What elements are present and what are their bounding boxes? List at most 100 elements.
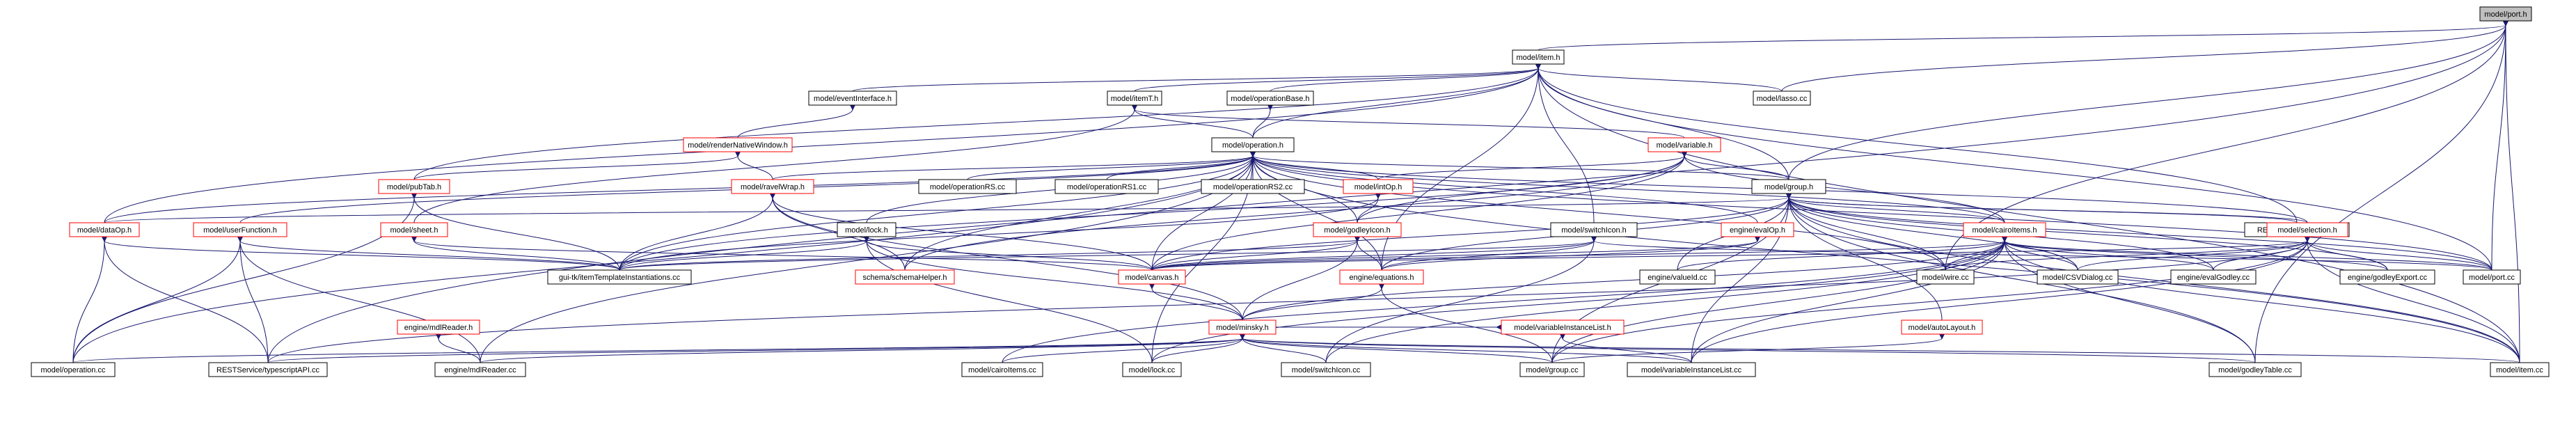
edge-wire_cc-to-selection_h — [1945, 235, 2311, 271]
node-godleyTable-cc[interactable]: model/godleyTable.cc — [2208, 362, 2302, 377]
node-port-cc[interactable]: model/port.cc — [2463, 269, 2521, 285]
node-operationBase-h[interactable]: model/operationBase.h — [1226, 90, 1314, 106]
node-item-h[interactable]: model/item.h — [1512, 49, 1565, 65]
node-equations-h[interactable]: engine/equations.h — [1339, 269, 1424, 285]
edge-canvas_h-to-sheet_h — [411, 235, 1153, 271]
node-dataOp-h[interactable]: model/dataOp.h — [69, 222, 140, 237]
node-autoLayout-h[interactable]: model/autoLayout.h — [1901, 319, 1983, 335]
node-itemT-h[interactable]: model/itemT.h — [1107, 90, 1162, 106]
node-lock-h[interactable]: model/lock.h — [837, 222, 896, 237]
edge-lock_cc-to-lock_h — [863, 235, 1153, 363]
node-valueId-cc[interactable]: engine/valueId.cc — [1639, 269, 1716, 285]
node-label: model/variableInstanceList.h — [1514, 324, 1611, 332]
node-box — [1721, 222, 1794, 237]
edge-itemTemplateInstantiations_cc-to-userFunction_h — [237, 235, 620, 271]
node-switchIcon-cc[interactable]: model/switchIcon.cc — [1281, 362, 1371, 377]
node-ravelWrap-h[interactable]: model/ravelWrap.h — [731, 179, 814, 194]
node-operationRS2-cc[interactable]: model/operationRS2.cc — [1201, 179, 1305, 194]
node-evalGodley-cc[interactable]: engine/evalGodley.cc — [2170, 269, 2257, 285]
edge-sheet_h-to-itemT_h — [413, 104, 1138, 223]
edge-port_cc-to-cairoItems_h — [2001, 235, 2492, 271]
node-switchIcon-h[interactable]: model/switchIcon.h — [1550, 222, 1638, 237]
edge-operation_cc-to-dataOp_h — [72, 235, 108, 363]
node-label: model/godleyTable.cc — [2218, 366, 2292, 374]
node-label: model/operation.cc — [41, 366, 106, 374]
node-selection-h[interactable]: model/selection.h — [2266, 222, 2348, 237]
node-box — [2037, 269, 2119, 285]
node-box — [1753, 90, 1811, 106]
edge-item_cc-to-operation_h — [1249, 150, 2520, 363]
edge-operation_h-to-item_h — [1252, 63, 1542, 139]
node-pubTab-h[interactable]: model/pubTab.h — [378, 179, 450, 194]
node-label: model/variableInstanceList.cc — [1641, 366, 1742, 374]
edge-equations_h-to-operation_h — [1249, 150, 1382, 271]
edge-group_cc-to-cairoItems_h — [1551, 235, 2008, 363]
node-label: model/variable.h — [1657, 141, 1713, 150]
node-wire-cc[interactable]: model/wire.cc — [1916, 269, 1975, 285]
edge-port_cc-to-item_h — [1535, 63, 2492, 271]
edge-item_cc-to-cairoItems_h — [2001, 235, 2520, 363]
node-box — [731, 179, 814, 194]
node-box — [1054, 179, 1159, 194]
node-label: schema/schemaHelper.h — [862, 274, 947, 282]
edge-variableInstanceList_cc-to-cairoItems_h — [1691, 235, 2008, 363]
node-canvas-h[interactable]: model/canvas.h — [1118, 269, 1186, 285]
node-operation-h[interactable]: model/operation.h — [1211, 137, 1295, 152]
edge-switchIcon_cc-to-switchIcon_h — [1325, 235, 1597, 363]
node-godleyExport-cc[interactable]: engine/godleyExport.cc — [2339, 269, 2435, 285]
edge-itemTemplateInstantiations_cc-to-operation_h — [619, 150, 1256, 271]
node-godleyIcon-h[interactable]: model/godleyIcon.h — [1313, 222, 1402, 237]
edge-CSVDialog_cc-to-selection_h — [2077, 235, 2311, 271]
node-mdlReader-h[interactable]: engine/mdlReader.h — [397, 319, 480, 335]
edge-itemTemplateInstantiations_cc-to-variable_h — [619, 150, 1688, 271]
node-schemaHelper-h[interactable]: schema/schemaHelper.h — [855, 269, 955, 285]
node-minsky-h[interactable]: model/minsky.h — [1208, 319, 1277, 335]
edge-cairoItems_cc-to-cairoItems_h — [1002, 235, 2008, 363]
edge-item_cc-to-minsky_h — [1238, 333, 2520, 363]
node-box — [1916, 269, 1975, 285]
node-typescriptAPI-cc[interactable]: RESTService/typescriptAPI.cc — [208, 362, 328, 377]
edge-itemTemplateInstantiations_cc-to-intOp_h — [619, 192, 1382, 271]
graph-nodes: model/port.h model/item.h model/eventInter… — [31, 6, 2550, 377]
edge-item_h-to-port_h — [1538, 19, 2510, 51]
node-variable-h[interactable]: model/variable.h — [1647, 137, 1721, 152]
edge-canvas_h-to-ravelWrap_h — [769, 192, 1153, 271]
node-itemTemplateInstantiations-cc[interactable]: gui-tk/itemTemplateInstantiations.cc — [547, 269, 692, 285]
node-cairoItems-h[interactable]: model/cairoItems.h — [1963, 222, 2046, 237]
node-userFunction-h[interactable]: model/userFunction.h — [193, 222, 287, 237]
node-CSVDialog-cc[interactable]: model/CSVDialog.cc — [2037, 269, 2119, 285]
node-cairoItems-cc[interactable]: model/cairoItems.cc — [961, 362, 1043, 377]
edge-minsky_h-to-lock_h — [863, 235, 1243, 321]
node-intOp-h[interactable]: model/intOp.h — [1343, 179, 1414, 194]
node-box — [2170, 269, 2257, 285]
node-renderNativeWindow-h[interactable]: model/renderNativeWindow.h — [683, 137, 793, 152]
edge-typescriptAPI_cc-to-dataOp_h — [101, 235, 269, 363]
node-operationRS-cc[interactable]: model/operationRS.cc — [918, 179, 1017, 194]
edge-minsky_h-to-equations_h — [1242, 283, 1385, 321]
node-mdlReader-cc[interactable]: engine/mdlReader.cc — [434, 362, 526, 377]
edge-port_cc-to-group_h — [1785, 192, 2492, 271]
node-group-cc[interactable]: model/group.cc — [1519, 362, 1585, 377]
node-box — [837, 222, 896, 237]
edge-cairoItems_cc-to-minsky_h — [1002, 333, 1246, 363]
node-box — [1339, 269, 1424, 285]
node-group-h[interactable]: model/group.h — [1751, 179, 1826, 194]
node-port-h[interactable]: model/port.h — [2479, 6, 2532, 22]
edge-operationRS_cc-to-operation_h — [967, 150, 1256, 180]
edge-group_h-to-operation_h — [1249, 150, 1789, 180]
edge-itemTemplateInstantiations_cc-to-dataOp_h — [101, 235, 620, 271]
node-label: engine/evalGodley.cc — [2177, 274, 2250, 282]
node-evalOp-h[interactable]: engine/evalOp.h — [1721, 222, 1794, 237]
node-lasso-cc[interactable]: model/lasso.cc — [1753, 90, 1811, 106]
node-box — [2479, 6, 2532, 22]
node-operationRS1-cc[interactable]: model/operationRS1.cc — [1054, 179, 1159, 194]
node-operation-cc[interactable]: model/operation.cc — [31, 362, 116, 377]
edge-ravelWrap_h-to-operation_h — [772, 150, 1256, 180]
node-sheet-h[interactable]: model/sheet.h — [380, 222, 448, 237]
node-lock-cc[interactable]: model/lock.cc — [1122, 362, 1182, 377]
node-variableInstanceList-h[interactable]: model/variableInstanceList.h — [1501, 319, 1625, 335]
node-variableInstanceList-cc[interactable]: model/variableInstanceList.cc — [1627, 362, 1756, 377]
node-eventInterface-h[interactable]: model/eventInterface.h — [808, 90, 897, 106]
node-item-cc[interactable]: model/item.cc — [2490, 362, 2550, 377]
